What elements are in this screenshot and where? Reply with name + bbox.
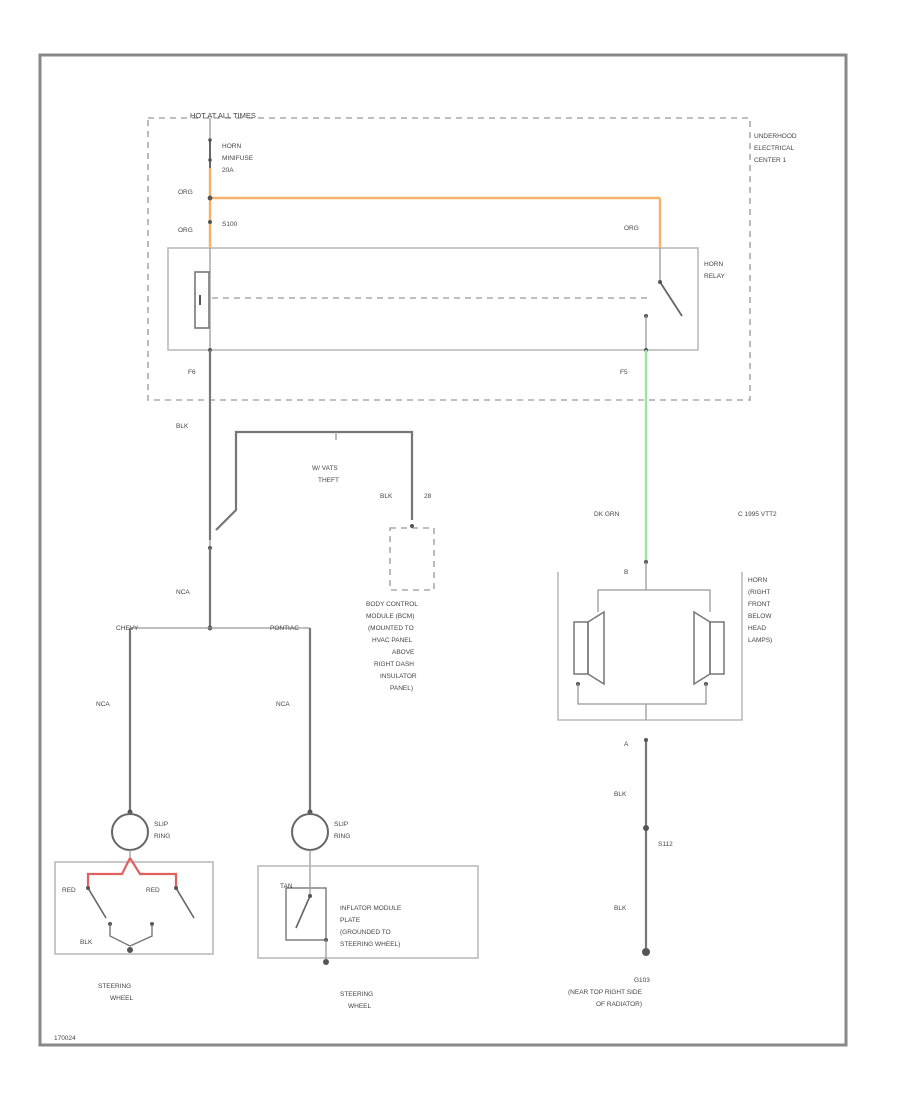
label-inflator-1: INFLATOR MODULE [340, 905, 402, 912]
steering-wheel-box-left [54, 861, 214, 955]
label-org-3: ORG [624, 225, 639, 232]
label-fuse-amps: 20A [222, 167, 234, 174]
label-pin-28: 28 [424, 493, 432, 500]
label-ref-code: C 1995 VTT2 [738, 511, 777, 518]
label-splice-s112: S112 [658, 841, 673, 848]
label-horn-4: BELOW [748, 613, 772, 620]
label-dk-grn: DK GRN [594, 511, 620, 518]
label-bcm-6: RIGHT DASH [374, 661, 414, 668]
label-nca-mid: NCA [276, 701, 290, 708]
label-horn-3: FRONT [748, 601, 770, 608]
label-blk-r2: BLK [614, 905, 627, 912]
label-figure-id: 170024 [54, 1035, 76, 1042]
label-horn-6: LAMPS) [748, 637, 772, 644]
slip-ring-middle [291, 813, 329, 851]
label-pin-b: B [624, 569, 628, 576]
label-blk-switch: BLK [80, 939, 93, 946]
label-inflator-3: (GROUNDED TO [340, 929, 391, 936]
label-bcm-1: BODY CONTROL [366, 601, 418, 608]
slip-ring-left [111, 813, 149, 851]
steering-wheel-box-middle [257, 865, 479, 959]
label-inflator-2: PLATE [340, 917, 361, 924]
horn-housing [557, 572, 743, 721]
label-nca-left: NCA [96, 701, 110, 708]
underhood-center-box [147, 117, 751, 401]
label-slip-ring-left-2: RING [154, 833, 170, 840]
label-slip-ring-mid-1: SLIP [334, 821, 348, 828]
horn-speaker-right [693, 610, 725, 686]
label-bcm-3: (MOUNTED TO [368, 625, 414, 632]
label-steering-left-1: STEERING [98, 983, 131, 990]
label-fuse-name: HORN [222, 143, 241, 150]
bcm-box [389, 527, 435, 591]
wire-vats-loop [215, 430, 414, 531]
horn-relay-box [167, 247, 699, 351]
label-tan: TAN [280, 883, 293, 890]
label-bcm-7: INSULATOR [380, 673, 417, 680]
outer-frame [38, 53, 848, 1047]
relay-switch-contact [659, 281, 683, 317]
horn-speaker-left [573, 610, 605, 686]
wire-red [86, 857, 131, 888]
label-relay-2: RELAY [704, 273, 725, 280]
label-fuse-line2: MINIFUSE [222, 155, 254, 162]
label-relay-1: HORN [704, 261, 723, 268]
label-steering-mid-1: STEERING [340, 991, 373, 998]
relay-coil [194, 271, 210, 329]
label-slip-ring-left-1: SLIP [154, 821, 168, 828]
label-org-1: ORG [178, 189, 193, 196]
label-chevy: CHEVY [116, 625, 139, 632]
label-ground-1: G103 [634, 977, 650, 984]
label-ground-2: (NEAR TOP RIGHT SIDE [568, 989, 643, 996]
label-vats-1: W/ VATS [312, 465, 338, 472]
label-ground-3: OF RADIATOR) [596, 1001, 642, 1008]
label-vats-2: THEFT [318, 477, 339, 484]
label-pin-f6: F6 [188, 369, 196, 376]
label-bcm-4: HVAC PANEL [372, 637, 413, 644]
label-red-2: RED [146, 887, 160, 894]
label-pin-f5: F5 [620, 369, 628, 376]
label-underhood-3: CENTER 1 [754, 157, 787, 164]
label-bcm-5: ABOVE [392, 649, 415, 656]
label-steering-mid-2: WHEEL [348, 1003, 372, 1010]
label-horn-1: HORN [748, 577, 767, 584]
ground-point [642, 948, 650, 956]
label-red-1: RED [62, 887, 76, 894]
label-underhood-1: UNDERHOOD [754, 133, 797, 140]
label-bcm-8: PANEL) [390, 685, 413, 692]
label-bcm-2: MODULE (BCM) [366, 613, 414, 620]
label-blk-left: BLK [176, 423, 189, 430]
label-org-2: ORG [178, 227, 193, 234]
label-steering-left-2: WHEEL [110, 995, 134, 1002]
label-nca-main: NCA [176, 589, 190, 596]
inflator-plate [285, 887, 327, 941]
label-inflator-4: STEERING WHEEL) [340, 941, 400, 948]
label-splice-s100: S100 [222, 221, 238, 228]
label-blk-bcm: BLK [380, 493, 393, 500]
label-slip-ring-mid-2: RING [334, 833, 350, 840]
label-horn-2: (RIGHT [748, 589, 770, 596]
label-hot-at-all-times: HOT AT ALL TIMES [190, 111, 256, 120]
label-blk-r1: BLK [614, 791, 627, 798]
label-underhood-2: ELECTRICAL [754, 145, 794, 152]
label-pontiac: PONTIAC [270, 625, 299, 632]
label-pin-a: A [624, 741, 629, 748]
label-horn-5: HEAD [748, 625, 766, 632]
